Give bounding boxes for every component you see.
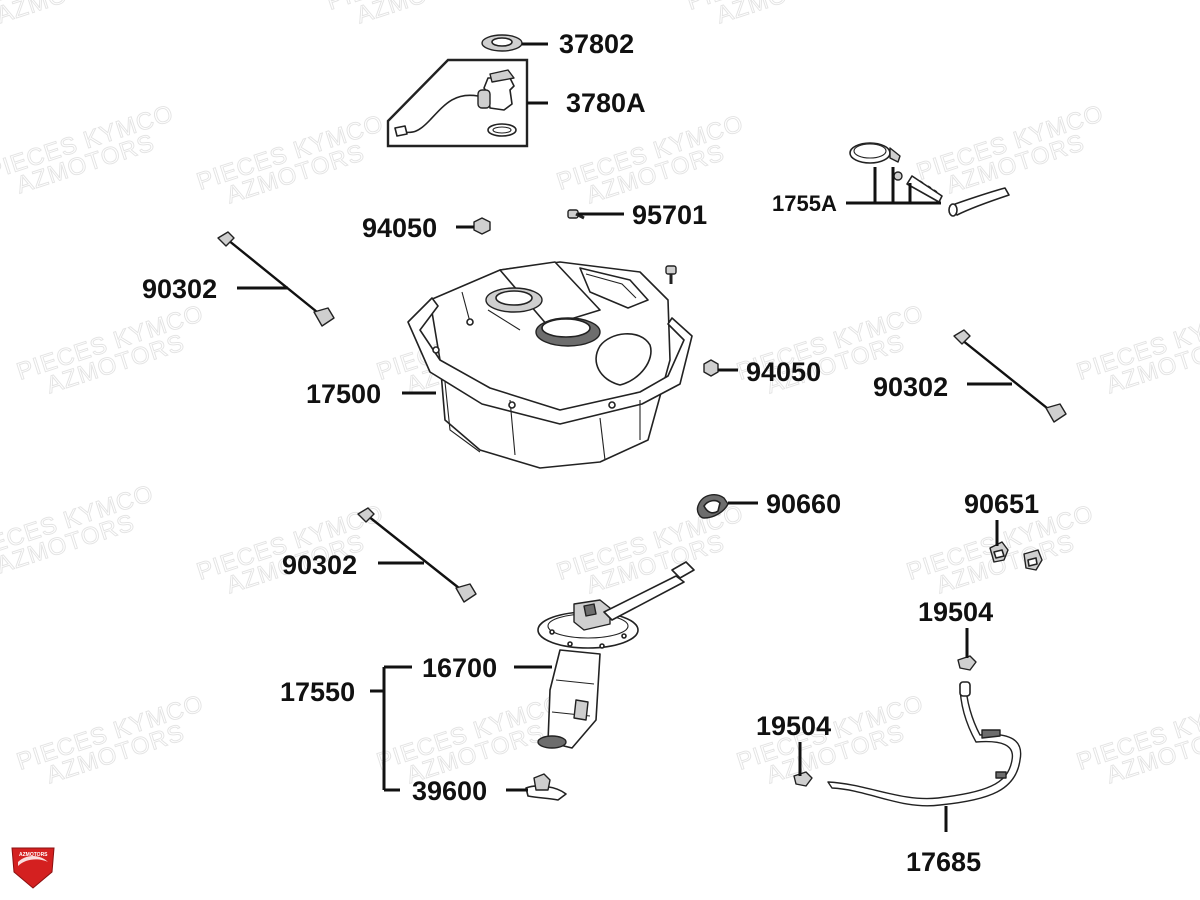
shield-icon xyxy=(11,847,55,889)
label-39600[interactable]: 39600 xyxy=(412,776,487,806)
label-16700[interactable]: 16700 xyxy=(422,653,497,683)
label-19504-upper[interactable]: 19504 xyxy=(918,597,993,627)
watermark-line2: AZMOTORS xyxy=(713,0,858,29)
part-90302-strap-upper-left[interactable] xyxy=(217,231,335,327)
label-94050-upper[interactable]: 94050 xyxy=(362,213,437,243)
watermark-line2: AZMOTORS xyxy=(353,0,498,29)
part-17685-fuel-hose[interactable] xyxy=(827,681,1022,807)
part-90302-strap-lower-left[interactable] xyxy=(357,507,477,603)
leader-lines xyxy=(237,42,1012,832)
label-17550[interactable]: 17550 xyxy=(280,677,355,707)
part-37802-gasket-ring[interactable] xyxy=(481,34,523,52)
part-17500-fuel-tank[interactable] xyxy=(407,261,693,469)
label-90660[interactable]: 90660 xyxy=(766,489,841,519)
part-90660-clip[interactable] xyxy=(696,494,729,519)
label-1755A[interactable]: 1755A xyxy=(772,191,837,216)
part-95701-bolt[interactable] xyxy=(567,209,677,284)
part-94050-nut-upper[interactable] xyxy=(473,217,491,235)
label-17500[interactable]: 17500 xyxy=(306,379,381,409)
label-3780A[interactable]: 3780A xyxy=(566,88,646,118)
part-3780A-fuel-gauge-unit[interactable] xyxy=(386,58,529,148)
label-90302-lower-left[interactable]: 90302 xyxy=(282,550,357,580)
part-90302-strap-right[interactable] xyxy=(953,329,1067,423)
label-95701[interactable]: 95701 xyxy=(632,200,707,230)
part-16700-fuel-pump[interactable] xyxy=(537,561,695,749)
watermark-line2: AZMOTORS xyxy=(0,0,138,29)
part-number-labels: 37802 3780A 1755A 94050 95701 90302 1750… xyxy=(142,29,1039,877)
part-90651-clamps[interactable] xyxy=(989,541,1043,571)
label-94050-right[interactable]: 94050 xyxy=(746,357,821,387)
label-17685[interactable]: 17685 xyxy=(906,847,981,877)
part-1755A-hose-clamp-set[interactable] xyxy=(849,142,1010,217)
part-19504-hose-clip-upper[interactable] xyxy=(957,655,977,671)
label-90651[interactable]: 90651 xyxy=(964,489,1039,519)
azmotors-logo: AZMOTORS xyxy=(11,847,55,889)
label-37802[interactable]: 37802 xyxy=(559,29,634,59)
part-94050-nut-right[interactable] xyxy=(703,359,719,377)
label-90302-right[interactable]: 90302 xyxy=(873,372,948,402)
part-39600-filter[interactable] xyxy=(525,773,567,801)
label-19504-lower[interactable]: 19504 xyxy=(756,711,831,741)
label-90302-upper-left[interactable]: 90302 xyxy=(142,274,217,304)
logo-text: AZMOTORS xyxy=(19,852,48,858)
